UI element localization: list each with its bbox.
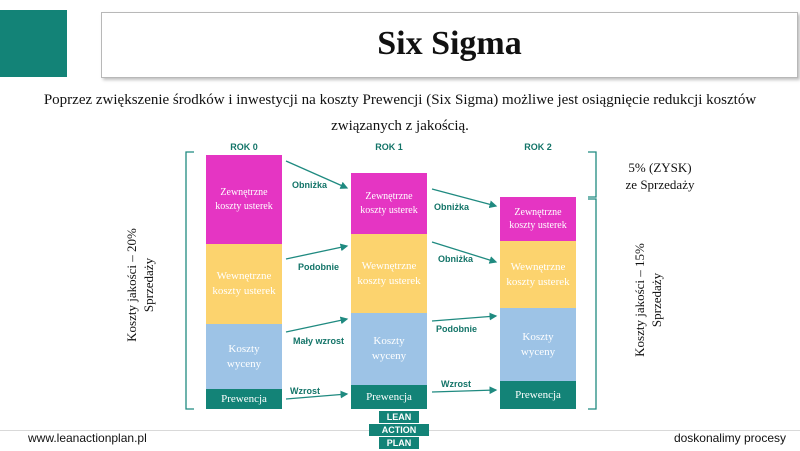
year-label-0: ROK 0 — [230, 142, 258, 152]
footer-website-link[interactable]: www.leanactionplan.pl — [28, 431, 147, 445]
arrow-1-2-external — [431, 188, 498, 209]
col0-internal-failure: Wewnętrzne koszty usterek — [206, 244, 282, 324]
left-bracket — [185, 151, 194, 410]
col1-appraisal: Koszty wyceny — [351, 313, 427, 385]
subtitle-line-1: Poprzez zwiększenie środków i inwestycji… — [43, 92, 757, 108]
right-label-line-2: Sprzedaży — [649, 272, 664, 328]
arrow-label-1-2-external: Obniżka — [434, 202, 470, 212]
right-vertical-label: Koszty jakości – 15% Sprzedaży — [632, 243, 666, 357]
logo-word-lean: LEAN — [379, 411, 419, 423]
logo-word-action: ACTION — [369, 424, 429, 436]
col1-internal-failure: Wewnętrzne koszty usterek — [351, 234, 427, 313]
col0-external-failure: Zewnętrzne koszty usterek — [206, 155, 282, 244]
year-label-1: ROK 1 — [375, 142, 403, 152]
footer-slogan: doskonalimy procesy — [673, 431, 786, 445]
title-box — [101, 12, 798, 78]
arrow-1-2-internal — [431, 241, 498, 264]
arrow-label-0-1-internal: Podobnie — [298, 262, 339, 272]
left-label-line-1: Koszty jakości – 20% — [124, 228, 140, 342]
year-label-2: ROK 2 — [524, 142, 552, 152]
col2-external-failure: Zewnętrzne koszty usterek — [500, 197, 576, 241]
arrow-0-1-external — [285, 160, 349, 189]
lean-action-plan-logo: LEAN ACTION PLAN — [367, 411, 431, 451]
arrow-1-2-appraisal — [431, 312, 498, 322]
teal-accent-square — [0, 10, 67, 77]
col2-appraisal: Koszty wyceny — [500, 308, 576, 381]
right-bracket-cost — [588, 198, 597, 410]
col2-internal-failure: Wewnętrzne koszty usterek — [500, 241, 576, 308]
profit-line-2: ze Sprzedaży — [625, 176, 695, 192]
col1-prevention: Prewencja — [351, 385, 427, 409]
subtitle-line-2: związanych z jakością. — [331, 118, 469, 134]
arrow-0-1-prevention — [285, 390, 349, 400]
logo-word-plan: PLAN — [379, 437, 419, 449]
col1-external-failure: Zewnętrzne koszty usterek — [351, 173, 427, 234]
arrow-label-0-1-external: Obniżka — [292, 180, 328, 190]
arrow-label-1-2-appraisal: Podobnie — [436, 324, 477, 334]
arrow-label-0-1-prevention: Wzrost — [290, 386, 320, 396]
arrow-label-1-2-internal: Obniżka — [438, 254, 474, 264]
col0-prevention: Prewencja — [206, 389, 282, 409]
left-label-line-2: Sprzedaży — [141, 257, 156, 313]
col0-appraisal: Koszty wyceny — [206, 324, 282, 389]
arrow-1-2-prevention — [431, 386, 498, 395]
col2-prevention: Prewencja — [500, 381, 576, 409]
profit-label: 5% (ZYSK) ze Sprzedaży — [610, 160, 710, 194]
arrow-label-1-2-prevention: Wzrost — [441, 379, 471, 389]
arrow-0-1-appraisal — [285, 316, 349, 333]
right-bracket-profit — [588, 151, 597, 198]
arrow-label-0-1-appraisal: Mały wzrost — [293, 336, 345, 346]
profit-line-1: 5% (ZYSK) — [628, 160, 692, 175]
arrow-0-1-internal — [285, 243, 349, 260]
right-label-line-1: Koszty jakości – 15% — [632, 243, 648, 357]
slide-title: Six Sigma — [377, 25, 522, 62]
left-vertical-label: Koszty jakości – 20% Sprzedaży — [124, 228, 158, 342]
